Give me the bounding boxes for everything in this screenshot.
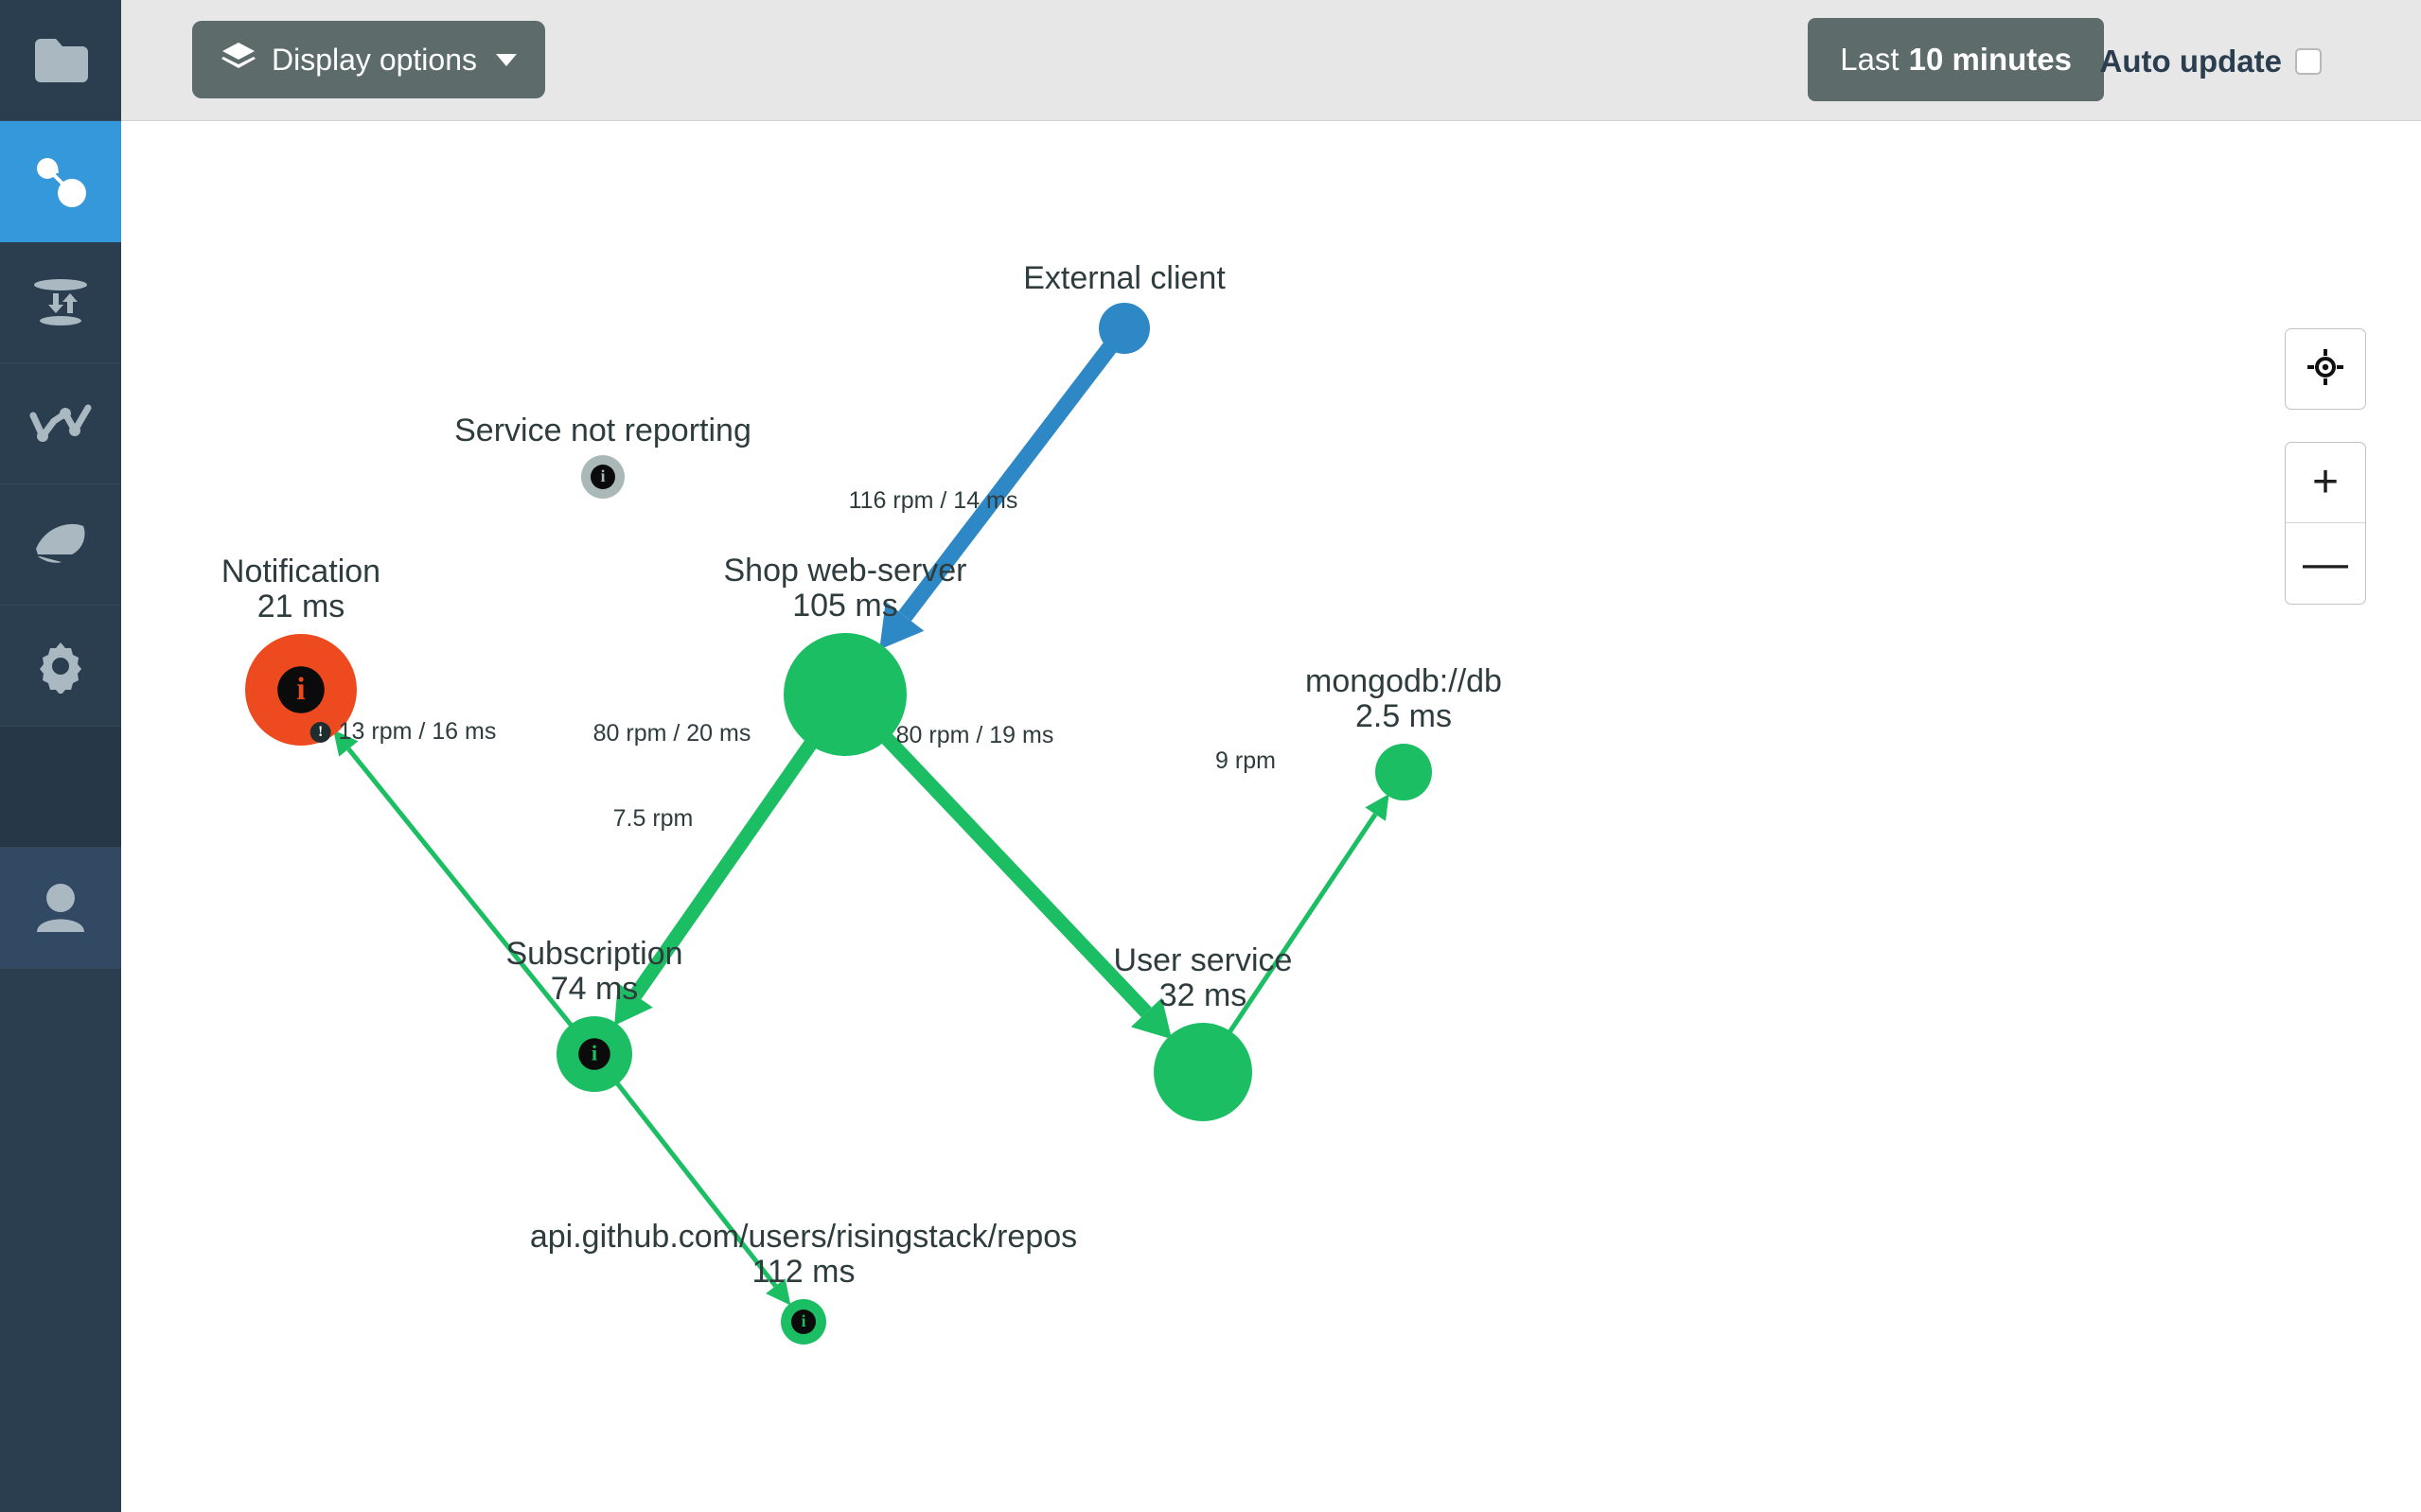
service-map-graph: i i i i <box>245 303 1432 1345</box>
graph-edge-arrowhead <box>879 601 925 650</box>
time-range-value: 10 minutes <box>1908 42 2072 77</box>
info-icon <box>591 465 615 489</box>
transactions-icon <box>30 276 91 329</box>
graph-edge[interactable] <box>613 1080 778 1288</box>
edge-label-text: 80 rpm / 19 ms <box>895 722 1054 748</box>
edge-label: 7.5 rpm <box>613 805 694 833</box>
graph-edge-arrowhead <box>1365 793 1389 821</box>
info-icon <box>578 1038 610 1070</box>
graph-node-circle[interactable] <box>1099 303 1150 354</box>
edge-label: 80 rpm / 19 ms <box>896 722 1054 749</box>
sidebar-filler <box>0 969 121 1512</box>
sidebar-item-settings[interactable] <box>0 606 121 727</box>
info-icon <box>791 1310 816 1334</box>
time-range-prefix: Last <box>1840 42 1900 77</box>
edge-label-text: 7.5 rpm <box>612 805 694 832</box>
info-icon-glyph: i <box>802 1311 806 1330</box>
graph-edge[interactable] <box>346 747 574 1029</box>
sidebar-item-projects[interactable] <box>0 0 121 121</box>
graph-node[interactable] <box>1154 1023 1252 1121</box>
graph-node[interactable] <box>784 633 907 756</box>
edge-label-text: 80 rpm / 20 ms <box>592 720 751 747</box>
graph-edge[interactable] <box>878 730 1152 1018</box>
edge-label-text: 9 rpm <box>1215 747 1276 774</box>
graph-edge[interactable] <box>1226 813 1378 1036</box>
edge-label-text: 116 rpm / 14 ms <box>848 487 1018 514</box>
toolbar: Display options Last 10 minutes Auto upd… <box>121 0 2421 121</box>
zoom-in-button[interactable]: + <box>2286 443 2365 523</box>
edge-label-text: 13 rpm / 16 ms <box>338 718 497 745</box>
sidebar-item-metrics[interactable] <box>0 363 121 484</box>
auto-update-checkbox[interactable] <box>2295 48 2322 75</box>
sidebar-spacer <box>0 727 121 848</box>
graph-node-circle[interactable] <box>784 633 907 756</box>
graph-edge[interactable] <box>629 736 819 1000</box>
center-graph-button[interactable] <box>2285 328 2366 410</box>
folder-icon <box>31 35 90 86</box>
graph-node[interactable] <box>1099 303 1150 354</box>
graph-node[interactable]: i <box>557 1016 632 1092</box>
info-icon <box>277 666 325 713</box>
graph-edge-arrowhead <box>1130 997 1173 1040</box>
metrics-chart-icon <box>29 402 92 446</box>
gear-icon <box>33 639 88 694</box>
warning-badge-icon: ! <box>309 721 331 743</box>
display-options-button[interactable]: Display options <box>192 21 545 98</box>
bell-icon <box>30 520 91 570</box>
graph-edge[interactable] <box>898 342 1117 622</box>
auto-update-control[interactable]: Auto update <box>2100 44 2322 79</box>
edge-label: ! 13 rpm / 16 ms <box>309 718 497 746</box>
info-icon-glyph: i <box>592 1042 597 1065</box>
layers-icon <box>221 41 256 79</box>
user-icon <box>33 883 88 934</box>
service-map-canvas[interactable]: i i i i 116 rpm / 14 ms 80 rpm / 20 ms 80 rpm… <box>121 122 2421 1512</box>
graph-node[interactable]: i <box>581 455 625 499</box>
graph-node[interactable] <box>1375 744 1432 800</box>
chevron-down-icon <box>496 53 517 66</box>
graph-edge-arrowhead <box>766 1278 791 1306</box>
sidebar-item-alerts[interactable] <box>0 484 121 606</box>
auto-update-label: Auto update <box>2099 44 2282 79</box>
graph-edge-arrowhead <box>614 982 653 1026</box>
service-map-icon <box>30 153 91 210</box>
graph-node-circle[interactable] <box>1154 1023 1252 1121</box>
display-options-label: Display options <box>272 42 477 77</box>
sidebar <box>0 0 121 1512</box>
sidebar-item-transactions[interactable] <box>0 242 121 363</box>
zoom-controls[interactable]: + — <box>2285 442 2366 605</box>
edge-label: 116 rpm / 14 ms <box>849 487 1018 515</box>
zoom-out-button[interactable]: — <box>2303 537 2348 589</box>
graph-node[interactable]: i <box>781 1299 826 1345</box>
graph-edge-arrowhead <box>333 730 359 757</box>
edge-label: 9 rpm <box>1215 747 1276 775</box>
info-icon-glyph: i <box>601 466 606 485</box>
sidebar-item-account[interactable] <box>0 848 121 969</box>
time-range-button[interactable]: Last 10 minutes <box>1808 18 2104 101</box>
graph-node-circle[interactable] <box>1375 744 1432 800</box>
edge-label: 80 rpm / 20 ms <box>593 720 751 747</box>
crosshair-icon <box>2306 348 2344 391</box>
sidebar-item-topology[interactable] <box>0 121 121 242</box>
info-icon-glyph: i <box>296 672 305 707</box>
graph-node[interactable]: i <box>245 634 357 746</box>
